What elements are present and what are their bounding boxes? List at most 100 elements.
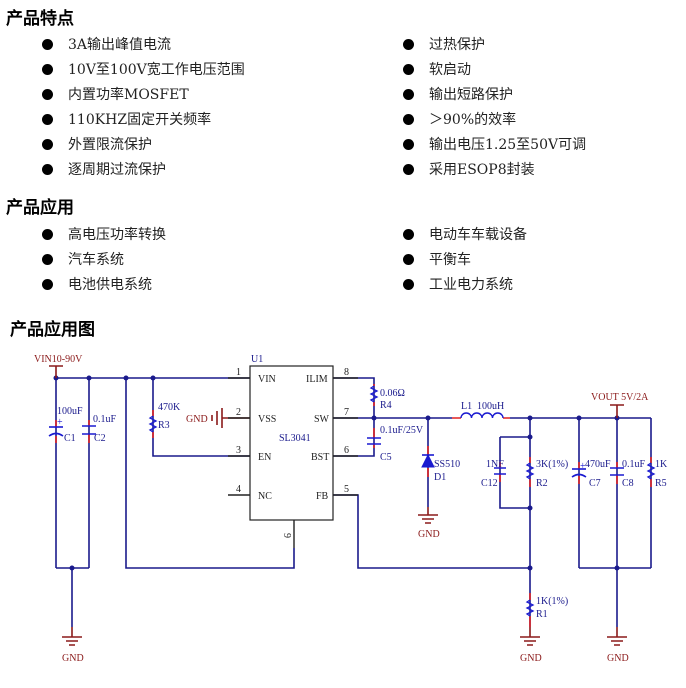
vout-label: VOUT 5V/2A [591, 392, 649, 403]
pin-8-num: 8 [344, 367, 349, 378]
pin-9-num: 9 [281, 533, 292, 538]
inductor-l1 [452, 412, 510, 419]
gnd-left [62, 627, 82, 646]
wire-ilim [333, 377, 375, 418]
bullet-icon [42, 228, 53, 240]
wire-pin9-loop [125, 378, 295, 569]
c7-value: 470uF [585, 459, 611, 470]
bullet-icon [403, 38, 414, 50]
pin-3-name: EN [258, 452, 271, 463]
pin-4-name: NC [258, 491, 272, 502]
pin-8-name: ILIM [306, 374, 328, 385]
pin-2-name: VSS [258, 414, 276, 425]
c12-ref: C12 [481, 478, 498, 489]
list-item: 110KHZ固定开关频率 [42, 109, 211, 129]
features-heading: 产品特点 [6, 9, 74, 29]
list-item: 输出电压1.25至50V可调 [403, 134, 586, 154]
c12-value: 1NF [486, 459, 504, 470]
r3-value: 470K [158, 402, 181, 413]
l1-ref: L1 [461, 401, 472, 412]
bullet-icon [403, 228, 414, 240]
ic-part: SL3041 [279, 433, 311, 444]
list-item: 外置限流保护 [42, 134, 152, 154]
gnd-d1-label: GND [418, 529, 440, 540]
d1-value: SS510 [434, 459, 460, 470]
c8-value: 0.1uF [622, 459, 646, 470]
bullet-icon [42, 253, 53, 265]
pin-6-num: 6 [344, 445, 349, 456]
wire-r3 [152, 378, 250, 457]
bullet-icon [403, 113, 414, 125]
gnd-right-label: GND [607, 653, 629, 664]
list-item: 10V至100V宽工作电压范围 [42, 59, 245, 79]
vin-label: VIN10-90V [34, 354, 83, 365]
r1-ref: R1 [536, 609, 548, 620]
capacitor-c8 [610, 462, 624, 484]
c8-ref: C8 [622, 478, 634, 489]
bullet-icon [42, 63, 53, 75]
diode-d1 [421, 446, 435, 477]
list-item: 电池供电系统 [42, 274, 152, 294]
r2-ref: R2 [536, 478, 548, 489]
list-item: 汽车系统 [42, 249, 124, 269]
pin-7-num: 7 [344, 407, 349, 418]
list-item: 逐周期过流保护 [42, 159, 166, 179]
r2-value: 3K(1%) [536, 459, 568, 470]
pin-1-num: 1 [236, 367, 241, 378]
list-item: 3A输出峰值电流 [42, 34, 171, 54]
r5-ref: R5 [655, 478, 667, 489]
r1-value: 1K(1%) [536, 596, 568, 607]
d1-ref: D1 [434, 472, 446, 483]
gnd-r1 [520, 627, 540, 646]
capacitor-c12 [494, 462, 506, 482]
resistor-r5 [646, 457, 656, 487]
pin-7-name: SW [314, 414, 330, 425]
pin-3-num: 3 [236, 445, 241, 456]
resistor-r4 [369, 384, 379, 406]
list-item: 采用ESOP8封装 [403, 159, 535, 179]
pin-1-name: VIN [258, 374, 276, 385]
list-item: 高电压功率转换 [42, 224, 166, 244]
svg-text:+: + [57, 417, 63, 428]
ic-u1 [228, 365, 358, 548]
gnd-d1 [418, 507, 438, 524]
bullet-icon [403, 163, 414, 175]
r5-value: 1K [655, 459, 668, 470]
r4-ref: R4 [380, 400, 392, 411]
bullet-icon [42, 278, 53, 290]
gnd-right [607, 627, 627, 646]
pin-2-num: 2 [236, 407, 241, 418]
list-item: ＞90%的效率 [403, 109, 516, 129]
ic-ref: U1 [251, 354, 263, 365]
c5-ref: C5 [380, 452, 392, 463]
bullet-icon [403, 138, 414, 150]
c1-ref: C1 [64, 433, 76, 444]
bullet-icon [42, 113, 53, 125]
vout-port [610, 404, 624, 418]
bullet-icon [403, 253, 414, 265]
svg-text:+: + [580, 461, 586, 472]
resistor-r2 [525, 457, 535, 487]
c1-value: 100uF [57, 406, 83, 417]
list-item: 工业电力系统 [403, 274, 513, 294]
list-item: 平衡车 [403, 249, 471, 269]
l1-value: 100uH [477, 401, 504, 412]
list-item: 电动车车载设备 [403, 224, 527, 244]
list-item: 过热保护 [403, 34, 485, 54]
capacitor-c7: + [571, 461, 587, 484]
pin-6-name: BST [311, 452, 329, 463]
gnd-vss-label: GND [186, 414, 208, 425]
gnd-r1-label: GND [520, 653, 542, 664]
pin-5-name: FB [316, 491, 329, 502]
r4-value: 0.06Ω [380, 388, 405, 399]
wire-c12-loop [499, 436, 530, 509]
bullet-icon [42, 88, 53, 100]
list-item: 软启动 [403, 59, 471, 79]
c7-ref: C7 [589, 478, 601, 489]
pin-5-num: 5 [344, 484, 349, 495]
c2-value: 0.1uF [93, 414, 117, 425]
capacitor-c5 [367, 428, 381, 448]
list-item: 输出短路保护 [403, 84, 513, 104]
bullet-icon [42, 38, 53, 50]
